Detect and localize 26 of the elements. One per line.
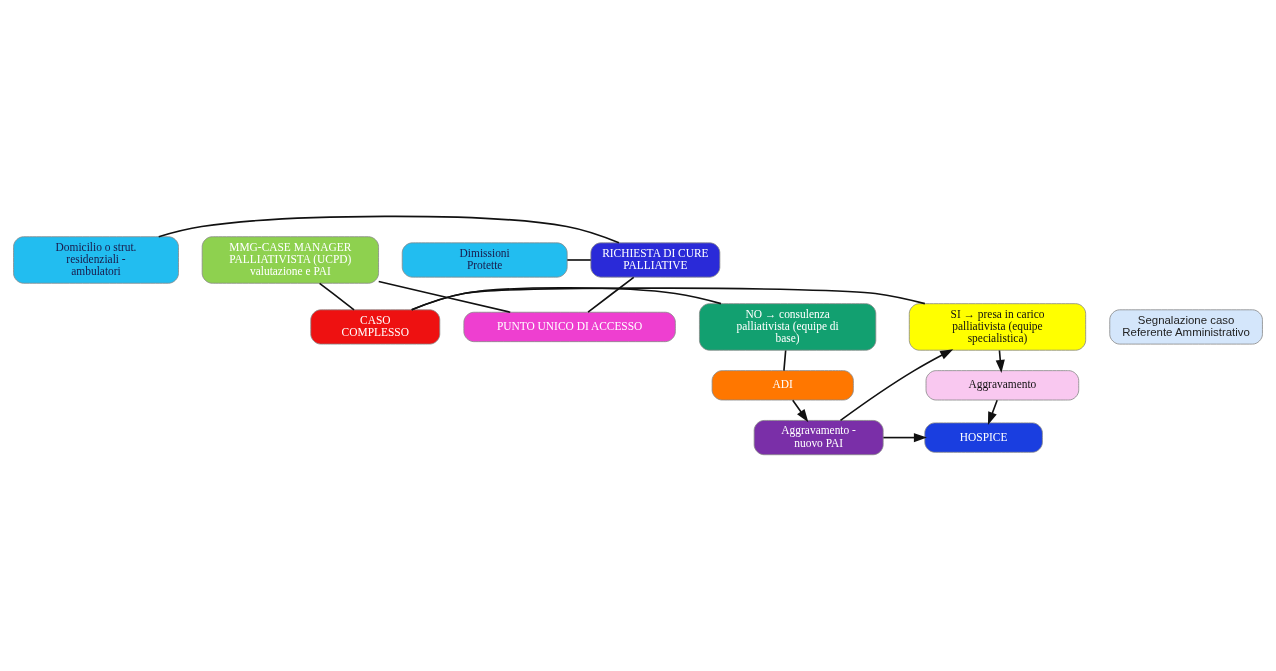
node-box: RICHIESTA DI CURE PALLIATIVE bbox=[590, 242, 721, 278]
connector bbox=[318, 282, 355, 311]
node-box: Segnalazione caso Referente Amministrativo bbox=[1109, 309, 1263, 345]
node-box: NO → consulenza palliativista (equipe di base) bbox=[699, 303, 877, 351]
connector bbox=[410, 286, 722, 311]
arrow bbox=[791, 399, 809, 423]
node-box: MMG-CASE MANAGER PALLIATIVISTA (UCPD) valutazione e PAI bbox=[201, 236, 379, 284]
arrow bbox=[839, 349, 954, 422]
connector bbox=[377, 280, 512, 314]
node-box: HOSPICE bbox=[924, 422, 1043, 453]
node-box: ADI bbox=[711, 370, 854, 401]
arrow bbox=[882, 433, 927, 443]
node-box: PUNTO UNICO DI ACCESSO bbox=[463, 311, 676, 343]
connector bbox=[566, 259, 592, 261]
connector bbox=[783, 349, 787, 372]
node-box: Dimissioni Protette bbox=[401, 242, 568, 278]
connector bbox=[587, 276, 635, 313]
connector bbox=[157, 215, 620, 244]
node-box: Aggravamento - nuovo PAI bbox=[753, 420, 884, 456]
node-box: Domicilio o strut. residenziali - ambulatori bbox=[13, 236, 179, 284]
arrow bbox=[987, 399, 998, 426]
connector bbox=[410, 287, 926, 311]
node-box: SI → presa in carico palliativista (equipe specialistica) bbox=[908, 303, 1087, 351]
arrow bbox=[995, 349, 1005, 374]
node-box: CASO COMPLESSO bbox=[310, 309, 441, 345]
node-box: Aggravamento bbox=[925, 370, 1080, 401]
